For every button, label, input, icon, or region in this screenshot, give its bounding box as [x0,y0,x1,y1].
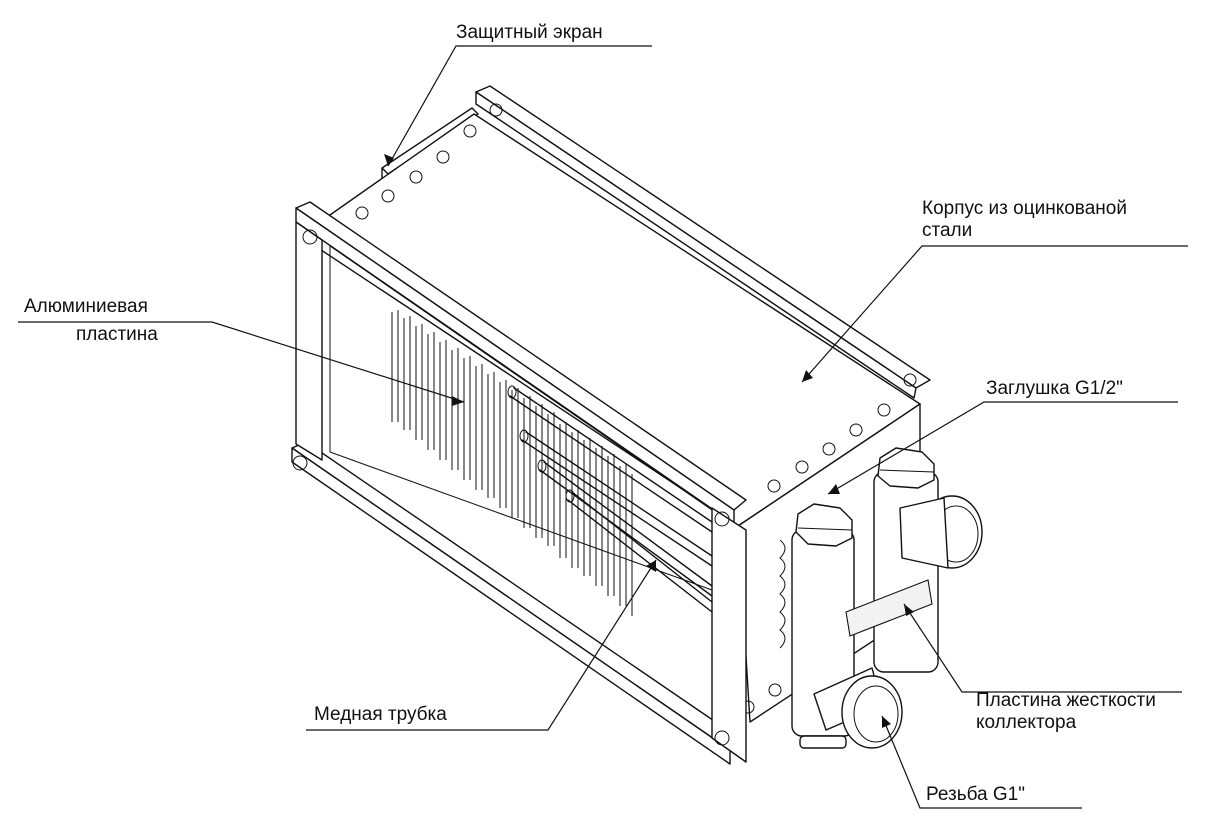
front-manifold [791,503,903,749]
aluminium-fins [391,310,633,616]
stiffening-plate [845,579,933,637]
copper-tubes [507,385,713,613]
label-protective-screen: Защитный экран [456,22,603,43]
top-holes [355,124,891,493]
label-aluminium-fin-line2: пластина [76,324,158,345]
label-housing-line2: стали [922,220,973,241]
front-frame [291,201,747,765]
rear-manifold [873,447,983,673]
label-plug: Заглушка G1/2" [986,378,1123,399]
label-stiffening-line1: Пластина жесткости [976,690,1156,711]
label-thread: Резьба G1" [926,784,1025,805]
label-stiffening-line2: коллектора [976,712,1077,733]
label-aluminium-fin-line1: Алюминиевая [24,296,148,317]
top-rail [475,85,931,399]
label-housing-line1: Корпус из оцинкованой [922,198,1127,219]
label-copper-tube: Медная трубка [314,704,447,725]
leader-lines [18,45,1188,809]
